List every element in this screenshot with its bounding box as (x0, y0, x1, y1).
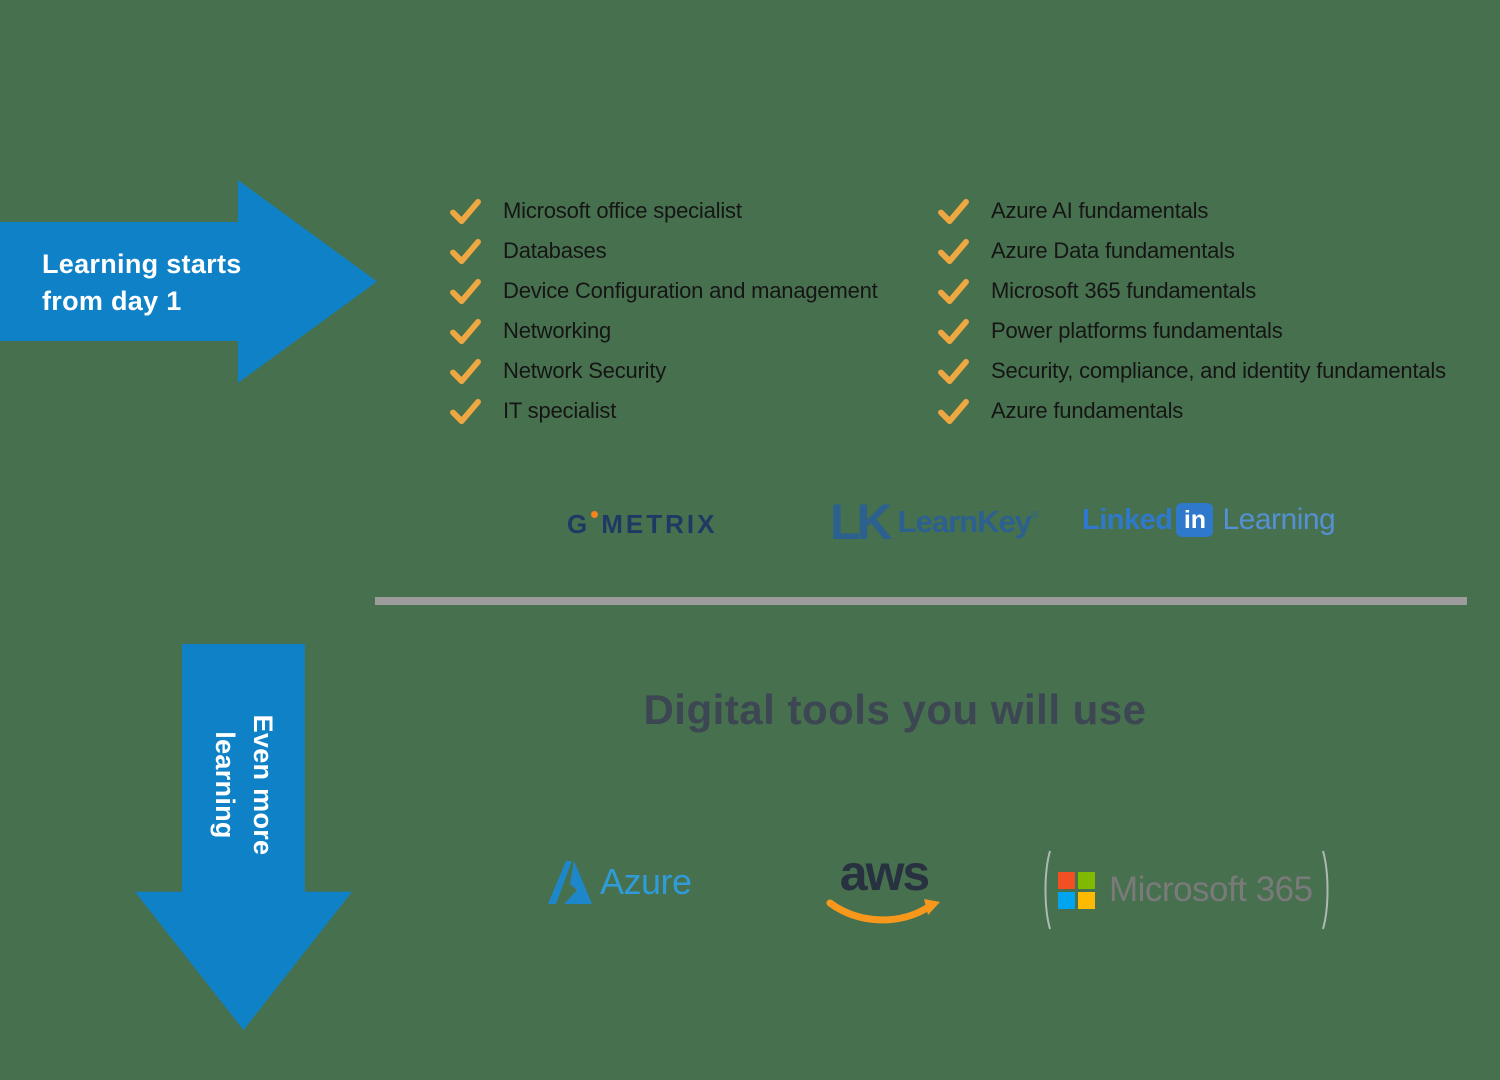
list-item-label: Network Security (503, 358, 667, 383)
linkedin-wordmark: Linked (1082, 503, 1173, 536)
learnkey-monogram-icon: LK (830, 494, 893, 550)
gmetrix-dot-icon (591, 511, 599, 518)
list-item-label: Networking (503, 318, 612, 343)
list-item-label: Databases (503, 238, 607, 263)
even-more-line2: learning (210, 731, 240, 839)
check-icon (938, 318, 969, 344)
check-icon (938, 238, 969, 264)
list-item: Microsoft office specialist (450, 191, 878, 231)
list-item-label: IT specialist (503, 398, 617, 423)
microsoft-365-logo: Microsoft 365 (1042, 850, 1331, 930)
gmetrix-g: G (567, 509, 591, 539)
list-item: Device Configuration and management (450, 271, 878, 311)
check-icon (450, 238, 481, 264)
check-icon (450, 198, 481, 224)
list-item: Azure fundamentals (938, 391, 1446, 431)
azure-wordmark: Azure (600, 861, 692, 902)
right-bracket-mark (1321, 850, 1329, 930)
ms-square-green (1078, 871, 1095, 889)
learnkey-logo: LK LearnKey ® (830, 494, 1039, 550)
microsoft-365-wordmark: Microsoft 365 (1109, 870, 1313, 909)
certifications-list-right: Azure AI fundamentals Azure Data fundame… (938, 191, 1446, 431)
check-icon (938, 358, 969, 384)
learning-starts-line1: Learning starts (42, 249, 242, 279)
list-item-label: Microsoft 365 fundamentals (991, 278, 1257, 303)
list-item-label: Security, compliance, and identity funda… (991, 358, 1446, 383)
list-item-label: Microsoft office specialist (503, 198, 742, 223)
check-icon (450, 278, 481, 304)
linkedin-in-badge-icon: in (1176, 503, 1214, 537)
check-icon (938, 278, 969, 304)
ms-square-blue (1058, 891, 1075, 909)
even-more-line1: Even more (248, 714, 278, 856)
list-item: Networking (450, 311, 878, 351)
learnkey-wordmark: LearnKey (897, 504, 1032, 539)
check-icon (938, 398, 969, 424)
left-bracket-mark (1044, 850, 1051, 930)
aws-smile-icon (826, 899, 940, 924)
gmetrix-logo: G METRIX (567, 509, 717, 540)
aws-logo: aws (826, 845, 942, 929)
section-divider (375, 597, 1467, 605)
microsoft-squares-icon (1058, 871, 1095, 909)
ms-square-red (1058, 871, 1075, 889)
even-more-learning-label: Even more learning (206, 685, 282, 885)
list-item: Security, compliance, and identity funda… (938, 351, 1446, 391)
azure-logo: Azure (548, 858, 692, 906)
linkedin-learning-logo: Linked in Learning (1082, 503, 1336, 537)
aws-wordmark: aws (839, 845, 931, 901)
ms-square-yellow (1078, 891, 1095, 909)
list-item-label: Power platforms fundamentals (991, 318, 1283, 343)
list-item: Azure AI fundamentals (938, 191, 1446, 231)
certifications-list-left: Microsoft office specialist Databases De… (450, 191, 878, 431)
gmetrix-wordmark: METRIX (601, 509, 718, 539)
list-item: IT specialist (450, 391, 878, 431)
list-item: Databases (450, 231, 878, 271)
list-item: Microsoft 365 fundamentals (938, 271, 1446, 311)
linkedin-learning-wordmark: Learning (1222, 503, 1336, 536)
learning-starts-label: Learning starts from day 1 (42, 246, 242, 320)
check-icon (450, 318, 481, 344)
list-item-label: Azure Data fundamentals (991, 238, 1235, 263)
list-item-label: Azure fundamentals (991, 398, 1184, 423)
list-item-label: Azure AI fundamentals (991, 198, 1209, 223)
azure-a-icon (548, 861, 592, 904)
list-item: Network Security (450, 351, 878, 391)
check-icon (450, 358, 481, 384)
list-item: Azure Data fundamentals (938, 231, 1446, 271)
list-item: Power platforms fundamentals (938, 311, 1446, 351)
digital-tools-title: Digital tools you will use (643, 686, 1147, 733)
check-icon (938, 198, 969, 224)
learning-starts-line2: from day 1 (42, 286, 182, 316)
registered-mark: ® (1030, 509, 1039, 521)
check-icon (450, 398, 481, 424)
list-item-label: Device Configuration and management (503, 278, 878, 303)
